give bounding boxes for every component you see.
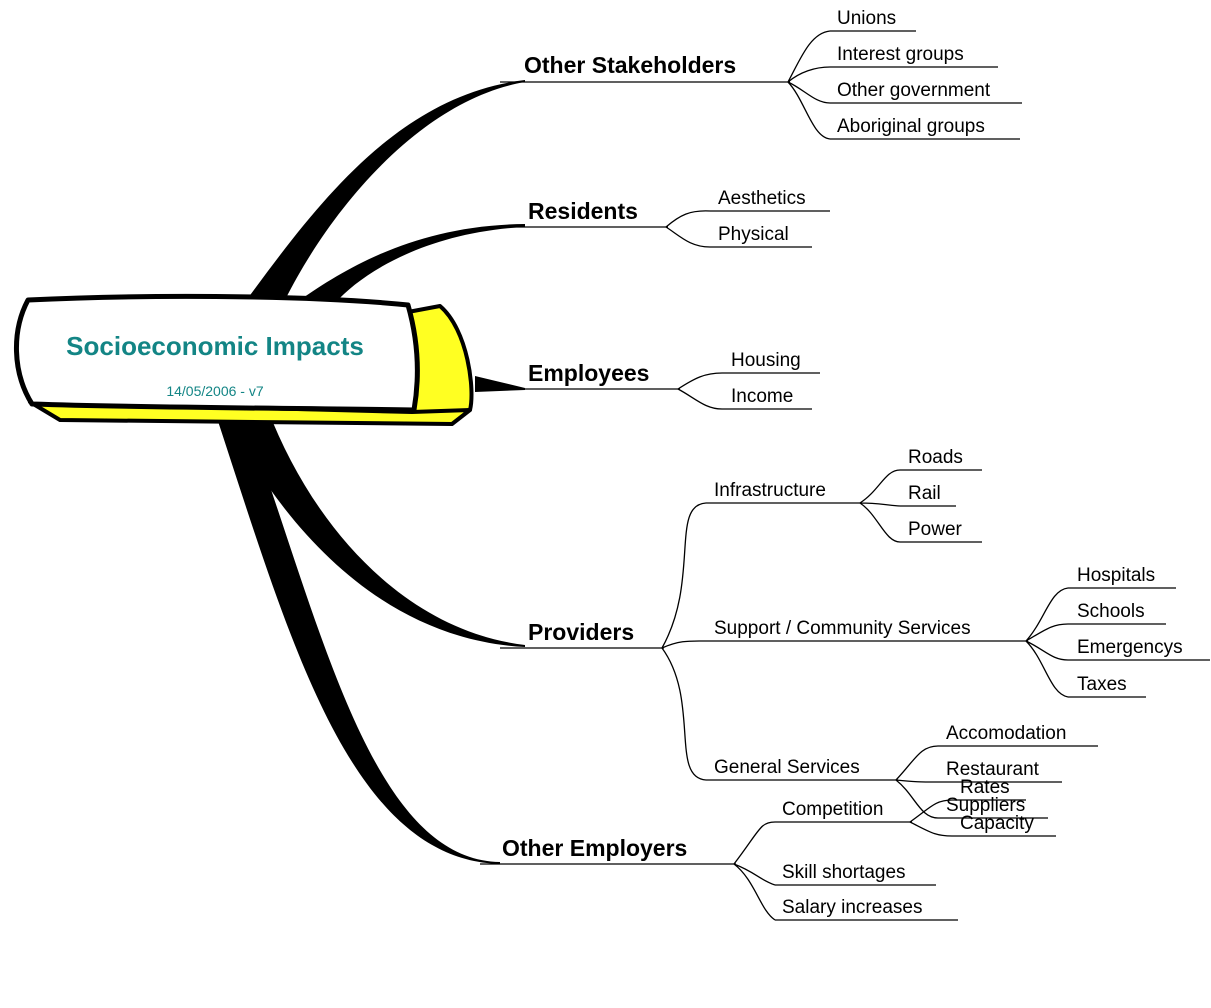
branch-label: Other Employers	[502, 835, 687, 861]
connectors	[787, 30, 831, 140]
leaf-label: Hospitals	[1077, 565, 1155, 586]
limb-other-stakeholders	[248, 80, 525, 300]
leaf-label: Physical	[718, 224, 789, 245]
connectors	[859, 469, 901, 543]
leaf-label: Accomodation	[946, 723, 1066, 744]
group-label: General Services	[714, 757, 860, 778]
central-title: Socioeconomic Impacts	[66, 331, 364, 361]
connectors	[895, 745, 939, 819]
leaf-label: Income	[731, 386, 793, 407]
limb-other-employers	[215, 412, 500, 864]
leaf-label: Restaurant	[946, 759, 1040, 780]
group-label: Competition	[782, 799, 883, 820]
leaf-label: Taxes	[1077, 674, 1127, 695]
leaf-label: Aesthetics	[718, 188, 806, 209]
leaf-label: Power	[908, 519, 963, 540]
branch-employees: Employees Housing Income	[500, 350, 820, 410]
leaf-label: Rail	[908, 483, 941, 504]
leaf-label: Emergencys	[1077, 637, 1183, 658]
leaf-label: Aboriginal groups	[837, 116, 985, 137]
leaf-label: Rates	[960, 777, 1010, 798]
connectors	[1025, 587, 1069, 698]
branch-label: Employees	[528, 360, 649, 386]
limb-employees	[475, 376, 525, 392]
branch-other-stakeholders: Other Stakeholders Unions Interest group…	[500, 8, 1022, 140]
branch-other-employers: Other Employers Competition Rates Capaci…	[480, 777, 1056, 921]
group-label: Skill shortages	[782, 862, 906, 883]
connectors	[665, 210, 711, 248]
branch-providers: Providers Infrastructure Roads Rail Powe…	[500, 447, 1210, 819]
group-label: Infrastructure	[714, 480, 826, 501]
branch-label: Residents	[528, 198, 638, 224]
leaf-label: Schools	[1077, 601, 1145, 622]
leaf-label: Roads	[908, 447, 963, 468]
central-topic: Socioeconomic Impacts 14/05/2006 - v7	[13, 293, 474, 426]
connectors	[677, 372, 723, 410]
branch-label: Providers	[528, 619, 634, 645]
central-subtitle: 14/05/2006 - v7	[166, 383, 264, 399]
leaf-label: Unions	[837, 8, 896, 29]
branch-residents: Residents Aesthetics Physical	[500, 188, 830, 248]
branch-label: Other Stakeholders	[524, 52, 736, 78]
limb-residents	[300, 224, 525, 303]
limb-providers	[225, 410, 525, 647]
main-limbs	[215, 80, 525, 864]
leaf-label: Interest groups	[837, 44, 964, 65]
group-label: Support / Community Services	[714, 618, 971, 639]
leaf-label: Capacity	[960, 813, 1034, 834]
leaf-label: Other government	[837, 80, 991, 101]
connectors	[661, 502, 707, 781]
connectors	[733, 821, 776, 921]
central-box-face	[13, 293, 420, 413]
connectors	[909, 799, 953, 837]
leaf-label: Housing	[731, 350, 801, 371]
group-label: Salary increases	[782, 897, 922, 918]
